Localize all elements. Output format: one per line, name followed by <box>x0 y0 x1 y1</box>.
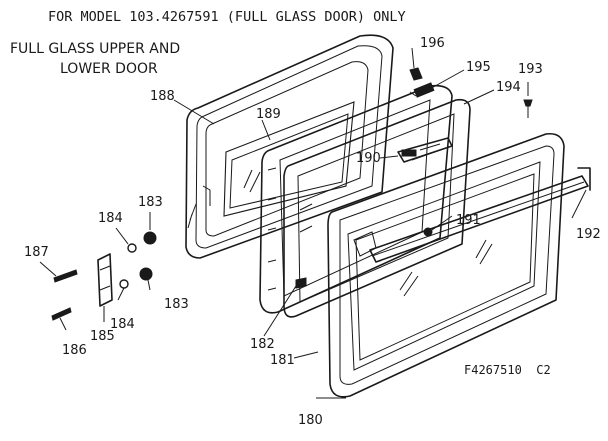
part-189-inner-glass <box>223 101 355 217</box>
part-191-screw <box>423 227 433 237</box>
part-190-hinge-bracket <box>397 137 453 163</box>
part-192-handle <box>369 167 591 263</box>
part-180-outer-frame <box>327 132 565 398</box>
label-191: 191 <box>456 213 481 228</box>
part-194-middle-glass <box>283 98 471 318</box>
leader-lines <box>39 47 587 399</box>
label-184-top: 184 <box>98 211 123 226</box>
label-180: 180 <box>298 413 323 428</box>
label-196: 196 <box>420 36 445 51</box>
label-182: 182 <box>250 337 275 352</box>
label-190: 190 <box>356 151 381 166</box>
part-193-screw <box>523 99 533 118</box>
part-182-screw <box>295 277 307 289</box>
label-187: 187 <box>24 245 49 260</box>
label-184-bottom: 184 <box>110 317 135 332</box>
label-194: 194 <box>496 80 521 95</box>
part-188-rear-liner <box>185 34 394 259</box>
label-192: 192 <box>576 227 601 242</box>
drawing-code: F4267510 C2 <box>464 363 551 377</box>
label-193: 193 <box>518 62 543 77</box>
hardware-group <box>51 231 157 321</box>
label-188: 188 <box>150 89 175 104</box>
label-181: 181 <box>270 353 295 368</box>
label-183-bottom: 183 <box>164 297 189 312</box>
part-labels: 188 189 196 195 194 193 190 191 192 182 … <box>24 36 601 428</box>
label-186: 186 <box>62 343 87 358</box>
diagram-title-line1: FULL GLASS UPPER AND <box>10 41 180 57</box>
part-195-spacer-frame <box>259 82 453 314</box>
label-185: 185 <box>90 329 115 344</box>
label-183-top: 183 <box>138 195 163 210</box>
diagram-title-line2: LOWER DOOR <box>60 61 158 77</box>
label-195: 195 <box>466 60 491 75</box>
label-189: 189 <box>256 107 281 122</box>
model-header: FOR MODEL 103.4267591 (FULL GLASS DOOR) … <box>48 9 406 25</box>
part-196-screw <box>409 67 423 81</box>
